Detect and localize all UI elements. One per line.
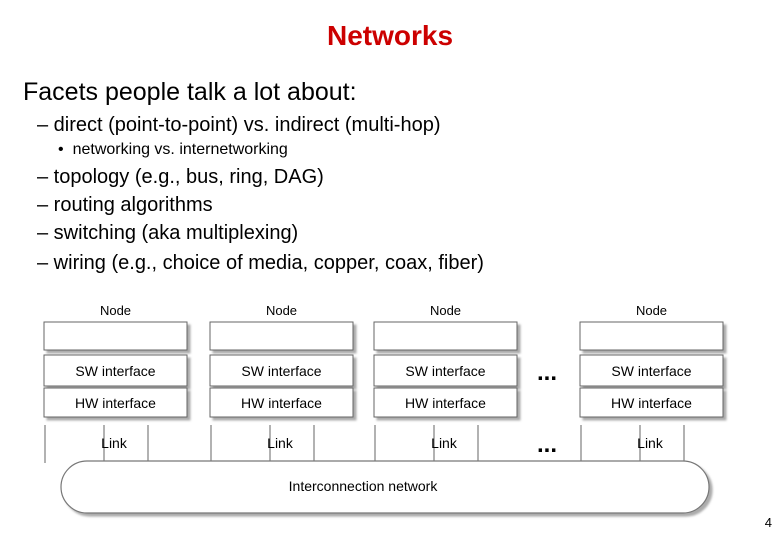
link-label: Link bbox=[101, 435, 128, 451]
slide-title: Networks bbox=[326, 20, 454, 51]
bullet-switching: – switching (aka multiplexing) bbox=[37, 222, 299, 244]
node-label: Node bbox=[430, 303, 461, 318]
hw-interface-box bbox=[43, 387, 188, 418]
hw-interface-label: HW interface bbox=[241, 395, 322, 411]
node-box bbox=[209, 321, 354, 351]
node-box bbox=[373, 321, 518, 351]
bullet-wiring: – wiring (e.g., choice of media, copper,… bbox=[37, 252, 484, 274]
sw-interface-box bbox=[579, 354, 724, 387]
sw-interface-label: SW interface bbox=[405, 363, 485, 379]
intro-text: Facets people talk a lot about: bbox=[23, 78, 357, 106]
link-area bbox=[374, 425, 517, 463]
sw-interface-label: SW interface bbox=[241, 363, 321, 379]
sw-interface-label: SW interface bbox=[75, 363, 155, 379]
link-label: Link bbox=[431, 435, 458, 451]
link-area bbox=[44, 425, 187, 463]
hw-interface-label: HW interface bbox=[611, 395, 692, 411]
sub-bullet-networking: • networking vs. internetworking bbox=[58, 141, 288, 159]
hw-interface-box bbox=[209, 387, 354, 418]
page-number: 4 bbox=[764, 515, 772, 530]
hw-interface-box bbox=[579, 387, 724, 418]
ellipsis-links: ... bbox=[537, 431, 557, 458]
bullet-direct-vs-indirect: – direct (point-to-point) vs. indirect (… bbox=[37, 114, 441, 136]
bullet-routing: – routing algorithms bbox=[37, 194, 213, 216]
bullet-dot: • bbox=[58, 141, 64, 158]
interconnection-network-label: Interconnection network bbox=[289, 478, 439, 494]
ellipsis-nodes: ... bbox=[537, 359, 557, 386]
node-label: Node bbox=[266, 303, 297, 318]
hw-interface-label: HW interface bbox=[75, 395, 156, 411]
link-label: Link bbox=[267, 435, 294, 451]
sw-interface-box bbox=[373, 354, 518, 387]
sub-bullet-text: networking vs. internetworking bbox=[72, 141, 288, 158]
hw-interface-box bbox=[373, 387, 518, 418]
link-area bbox=[580, 425, 723, 463]
node-box bbox=[579, 321, 724, 351]
node-box bbox=[43, 321, 188, 351]
link-label: Link bbox=[637, 435, 664, 451]
link-area bbox=[210, 425, 353, 463]
sw-interface-label: SW interface bbox=[611, 363, 691, 379]
interconnection-network-bus bbox=[60, 460, 710, 514]
node-label: Node bbox=[636, 303, 667, 318]
bullet-topology: – topology (e.g., bus, ring, DAG) bbox=[37, 166, 324, 188]
hw-interface-label: HW interface bbox=[405, 395, 486, 411]
node-label: Node bbox=[100, 303, 131, 318]
sw-interface-box bbox=[43, 354, 188, 387]
sw-interface-box bbox=[209, 354, 354, 387]
